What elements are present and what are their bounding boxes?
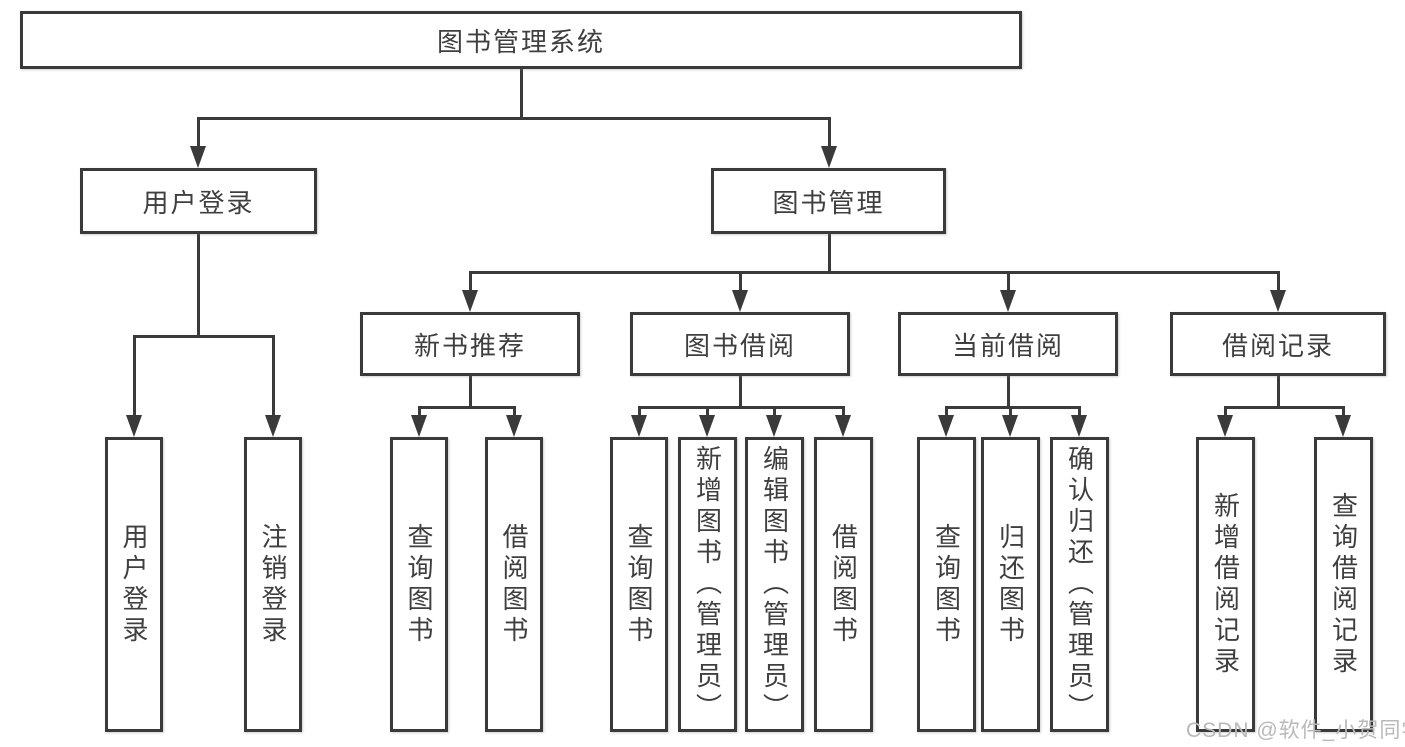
csdn-watermark: CSDN @软件_小贺同学 — [1186, 719, 1405, 742]
arrow-down-icon — [1217, 415, 1233, 437]
node-label: 图书借阅 — [683, 330, 796, 361]
connector-stem — [196, 234, 200, 338]
connector-bar — [468, 271, 1280, 274]
connector-bar — [132, 335, 275, 338]
node-label: 查询图书 — [931, 522, 962, 647]
node-label: 查询借阅记录 — [1328, 491, 1359, 678]
connector-arm — [132, 335, 136, 419]
leaf-logout: 注销登录 — [244, 437, 302, 732]
connector-arm — [738, 271, 742, 294]
arrow-down-icon — [506, 415, 522, 437]
node-label: 新书推荐 — [413, 330, 526, 361]
leaf-edit-books-admin: 编辑图书（管理员） — [745, 437, 804, 732]
arrow-down-icon — [766, 415, 782, 437]
leaf-query-books-recommend: 查询图书 — [390, 437, 448, 732]
connector-arm — [827, 117, 831, 150]
arrow-down-icon — [821, 146, 837, 168]
node-label: 新增图书（管理员） — [692, 445, 723, 724]
leaf-return-books: 归还图书 — [981, 437, 1040, 732]
connector-arm — [1008, 406, 1012, 419]
leaf-user-login: 用户登录 — [105, 437, 163, 732]
arrow-down-icon — [835, 415, 851, 437]
arrow-down-icon — [190, 146, 206, 168]
connector-bar — [1223, 406, 1345, 409]
connector-arm — [772, 406, 776, 419]
connector-stem — [738, 376, 742, 409]
arrow-down-icon — [732, 290, 748, 312]
node-label: 新增借阅记录 — [1210, 491, 1241, 678]
node-label: 借阅图书 — [828, 522, 859, 647]
arrow-down-icon — [462, 290, 478, 312]
node-current-borrowing: 当前借阅 — [898, 312, 1118, 376]
arrow-down-icon — [1270, 290, 1286, 312]
arrow-down-icon — [1335, 415, 1351, 437]
connector-bar — [944, 406, 1081, 409]
node-label: 查询图书 — [404, 522, 434, 647]
leaf-query-books-current: 查询图书 — [917, 437, 976, 732]
node-label: 当前借阅 — [951, 330, 1064, 361]
leaf-add-borrow-record: 新增借阅记录 — [1196, 437, 1255, 732]
node-label: 编辑图书（管理员） — [759, 445, 790, 724]
leaf-borrow-books-recommend: 借阅图书 — [485, 437, 543, 732]
arrow-down-icon — [1071, 415, 1087, 437]
arrow-down-icon — [265, 415, 281, 437]
node-label: 用户登录 — [119, 522, 149, 647]
connector-stem — [1006, 376, 1010, 409]
node-label: 归还图书 — [995, 522, 1026, 647]
connector-arm — [637, 406, 641, 419]
arrow-down-icon — [126, 415, 142, 437]
node-label: 注销登录 — [258, 522, 288, 647]
connector-stem — [1276, 376, 1280, 409]
arrow-down-icon — [699, 415, 715, 437]
node-label: 查询图书 — [624, 522, 654, 647]
node-label: 借阅记录 — [1221, 330, 1334, 361]
arrow-down-icon — [938, 415, 954, 437]
node-label: 用户登录 — [142, 187, 255, 218]
node-label: 确认归还（管理员） — [1064, 445, 1095, 724]
connector-bar — [417, 406, 516, 409]
connector-arm — [1223, 406, 1227, 419]
node-label: 借阅图书 — [499, 522, 529, 647]
connector-stem — [468, 376, 472, 409]
connector-arm — [196, 117, 200, 150]
node-borrowing-records: 借阅记录 — [1170, 312, 1386, 376]
connector-arm — [1077, 406, 1081, 419]
connector-arm — [1006, 271, 1010, 294]
arrow-down-icon — [631, 415, 647, 437]
leaf-query-borrow-record: 查询借阅记录 — [1314, 437, 1373, 732]
node-new-book-recommendation: 新书推荐 — [360, 312, 580, 376]
connector-arm — [1276, 271, 1280, 294]
leaf-confirm-return-admin: 确认归还（管理员） — [1050, 437, 1109, 732]
connector-bar — [196, 117, 831, 120]
node-label: 图书管理系统 — [436, 26, 605, 57]
connector-arm — [271, 335, 275, 419]
connector-stem — [519, 68, 523, 120]
leaf-query-books: 查询图书 — [610, 437, 668, 732]
connector-stem — [827, 234, 831, 274]
node-label: 图书管理 — [772, 187, 885, 218]
arrow-down-icon — [1000, 290, 1016, 312]
node-user-login: 用户登录 — [80, 168, 317, 234]
node-book-borrowing: 图书借阅 — [630, 312, 850, 376]
node-library-management-system: 图书管理系统 — [20, 11, 1022, 69]
connector-arm — [1341, 406, 1345, 419]
connector-arm — [512, 406, 516, 419]
node-book-management: 图书管理 — [711, 168, 946, 234]
arrow-down-icon — [1002, 415, 1018, 437]
arrow-down-icon — [411, 415, 427, 437]
connector-arm — [944, 406, 948, 419]
connector-arm — [417, 406, 421, 419]
connector-arm — [841, 406, 845, 419]
connector-arm — [705, 406, 709, 419]
leaf-add-books-admin: 新增图书（管理员） — [678, 437, 737, 732]
connector-bar — [637, 406, 845, 409]
leaf-borrow-books: 借阅图书 — [814, 437, 873, 732]
connector-arm — [468, 271, 472, 294]
